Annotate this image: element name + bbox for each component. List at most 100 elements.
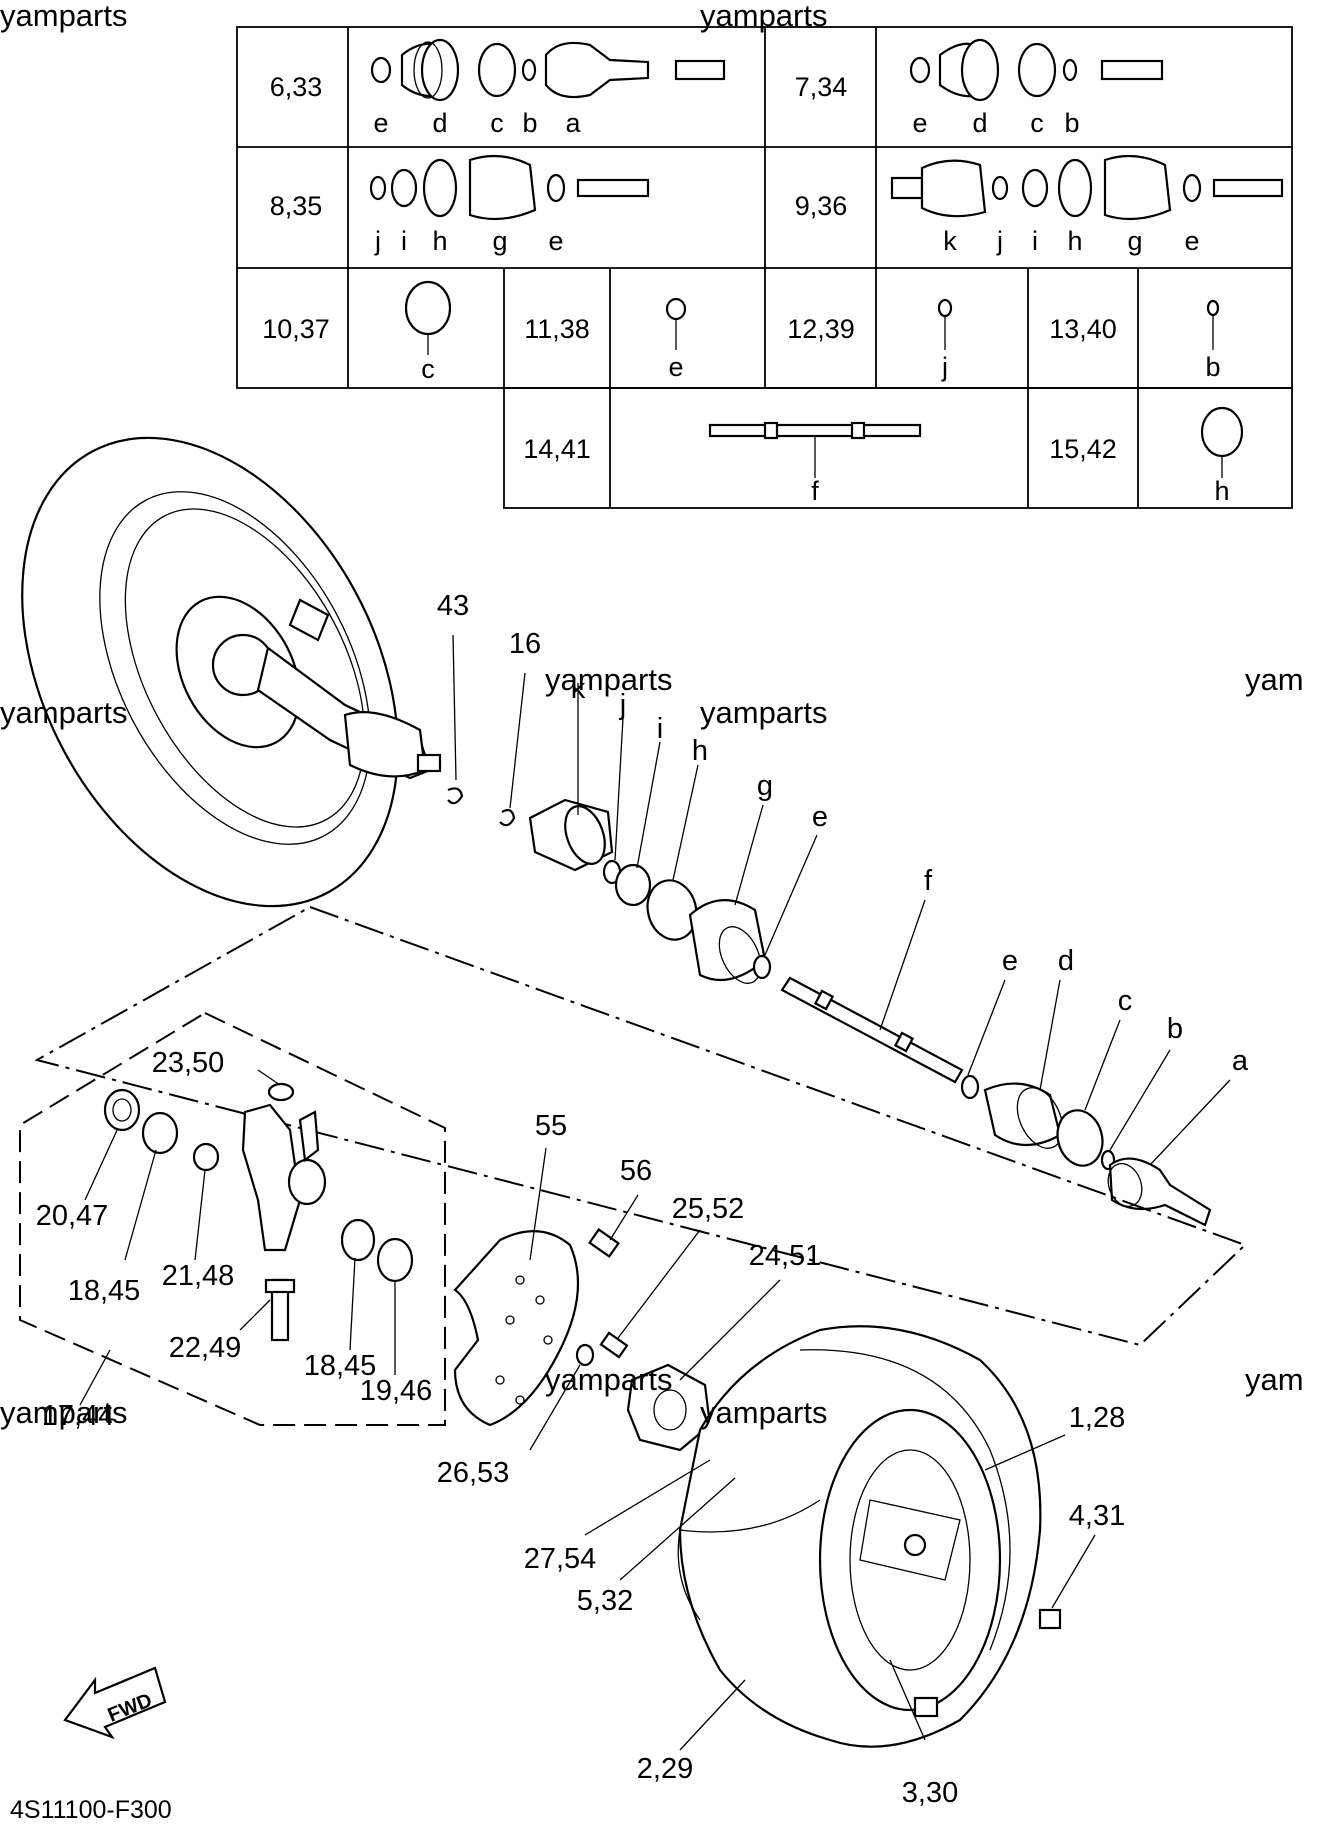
table-part-h: h [432,226,447,256]
parts-table: 6,33 e d c b a 7,34 e d c [236,26,1293,509]
callout-e: e [812,801,828,833]
callout-c: c [1118,985,1133,1017]
table-part-e: e [373,108,388,138]
table-part-c: c [1030,108,1044,138]
callout-a: a [1232,1045,1249,1077]
watermark: yamparts [0,1395,127,1430]
fwd-arrow-icon: FWD [63,1666,167,1740]
table-part-d: d [972,108,987,138]
bottom-wheel [677,1325,1062,1748]
table-ref-10-37: 10,37 [262,314,330,344]
table-part-e: e [668,352,683,382]
table-part-g: g [1127,226,1142,256]
table-ref-13-40: 13,40 [1049,314,1117,344]
table-part-i: i [1032,226,1038,256]
bolt-56 [588,1228,620,1258]
table-part-i: i [401,226,407,256]
watermark: yamparts [0,695,127,730]
knuckle-group-box [19,1011,446,1426]
callout-16: 16 [509,628,541,660]
watermark: yamparts [0,0,127,33]
table-part-j: j [941,352,948,382]
callout-j: j [619,689,626,721]
table-part-a: a [565,108,581,138]
callout-25-52: 25,52 [672,1193,745,1225]
table-ref-14-41: 14,41 [523,434,591,464]
callout-g: g [757,770,773,802]
callout-55: 55 [535,1110,567,1142]
callout-23-50: 23,50 [152,1047,225,1079]
callout-5-32: 5,32 [577,1585,633,1617]
callout-h: h [692,735,708,767]
callout-f: f [924,865,933,897]
callout-k: k [571,673,586,705]
callout-22-49: 22,49 [169,1332,242,1364]
callout-2-29: 2,29 [637,1753,693,1785]
table-ref-12-39: 12,39 [787,314,855,344]
callout-21-48: 21,48 [162,1260,235,1292]
callout-e: e [1002,945,1018,977]
callout-d: d [1058,945,1074,977]
table-part-b: b [1064,108,1079,138]
table-ref-11-38: 11,38 [524,314,590,344]
table-part-c: c [490,108,504,138]
knuckle-parts [103,1082,414,1342]
bolt-25 [599,1331,629,1359]
table-part-h: h [1214,476,1229,506]
callout-27-54: 27,54 [524,1543,597,1575]
callout-56: 56 [620,1155,652,1187]
callout-43: 43 [437,590,469,622]
table-part-f: f [811,476,819,506]
callout-labels: 43 16 k j i h g e f e d c b a 23,50 20,4… [36,590,1249,1809]
callout-18-45: 18,45 [68,1275,141,1307]
hub-24 [626,1363,712,1452]
callout-17-44: 17,44 [42,1400,115,1432]
watermarks: yamparts yamparts yamparts yam yamparts … [0,0,1304,1430]
watermark: yam [1245,662,1304,697]
table-part-b: b [1205,352,1220,382]
callout-i: i [657,713,663,745]
assembly-centerline-box [34,905,1247,1347]
callout-24-51: 24,51 [749,1240,822,1272]
callout-b: b [1167,1013,1183,1045]
watermark: yamparts [700,1395,827,1430]
table-part-g: g [492,226,507,256]
row2-right-icons: k j i h g e [890,154,1284,256]
watermark: yamparts [545,662,672,697]
callout-3-30: 3,30 [902,1777,958,1809]
watermark: yamparts [700,0,827,33]
table-ref-6-33: 6,33 [270,72,323,102]
leader-lines [79,634,1231,1751]
callout-4-31: 4,31 [1069,1500,1125,1532]
watermark: yamparts [545,1362,672,1397]
table-ref-15-42: 15,42 [1049,434,1117,464]
callout-18-45: 18,45 [304,1350,377,1382]
table-part-e: e [912,108,927,138]
table-part-d: d [432,108,447,138]
table-part-b: b [522,108,537,138]
watermark: yam [1245,1362,1304,1397]
table-part-h: h [1067,226,1082,256]
diagram-code: 4S11100-F300 [10,1796,172,1824]
watermark: yamparts [700,695,827,730]
row1-left-icons: e d c b a [370,38,726,138]
table-part-e: e [1184,226,1199,256]
callout-20-47: 20,47 [36,1200,109,1232]
row2-left-icons: j i h g e [369,154,650,256]
table-part-c: c [421,354,435,384]
row1-right-icons: e d c b [909,38,1164,138]
table-ref-7-34: 7,34 [795,72,848,102]
table-part-j: j [996,226,1003,256]
table-part-e: e [548,226,563,256]
mounted-wheel-assembly [21,436,442,908]
table-part-k: k [943,226,957,256]
callout-26-53: 26,53 [437,1457,510,1489]
callout-19-46: 19,46 [360,1375,433,1407]
table-ref-9-36: 9,36 [795,191,848,221]
callout-1-28: 1,28 [1069,1402,1125,1434]
table-ref-8-35: 8,35 [270,191,323,221]
brake-disc [453,1230,595,1427]
axle-parts [447,787,1212,1227]
table-part-j: j [374,226,381,256]
